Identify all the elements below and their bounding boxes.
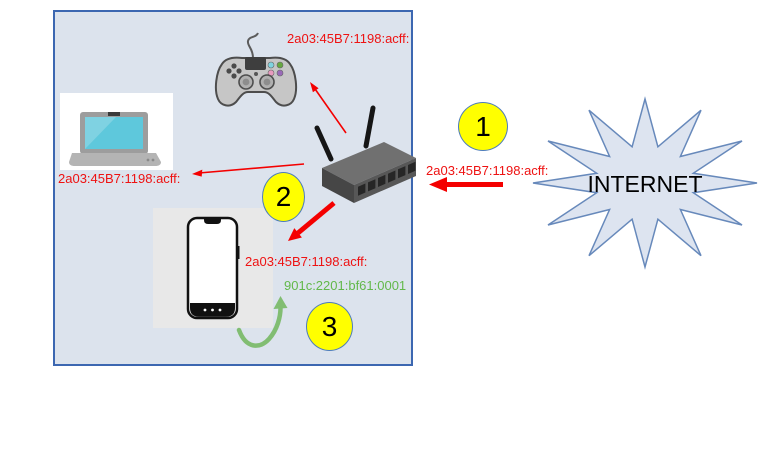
controller-ip-label: 2a03:45B7:1198:acff: xyxy=(287,31,410,46)
step-number-3: 3 xyxy=(321,310,338,342)
internet-label: INTERNET xyxy=(587,171,703,197)
laptop-ip-label: 2a03:45B7:1198:acff: xyxy=(58,171,181,186)
phone-public-ip-label: 2a03:45B7:1198:acff: xyxy=(245,254,368,269)
internet-packet-ip-label: 2a03:45B7:1198:acff: xyxy=(426,163,549,178)
game-controller-icon xyxy=(214,32,298,107)
wifi-router-icon xyxy=(314,105,416,203)
step-number-2: 2 xyxy=(275,181,292,212)
smartphone-icon xyxy=(186,216,240,320)
step-badge-2: 2 xyxy=(262,172,305,222)
step-badge-1: 1 xyxy=(458,102,508,151)
phone-local-ip-label: 901c:2201:bf61:0001 xyxy=(284,278,407,293)
step-badge-3: 3 xyxy=(306,302,353,351)
laptop-icon xyxy=(69,112,161,166)
step-number-1: 1 xyxy=(475,110,491,142)
arrow-internet-to-router xyxy=(429,177,503,192)
